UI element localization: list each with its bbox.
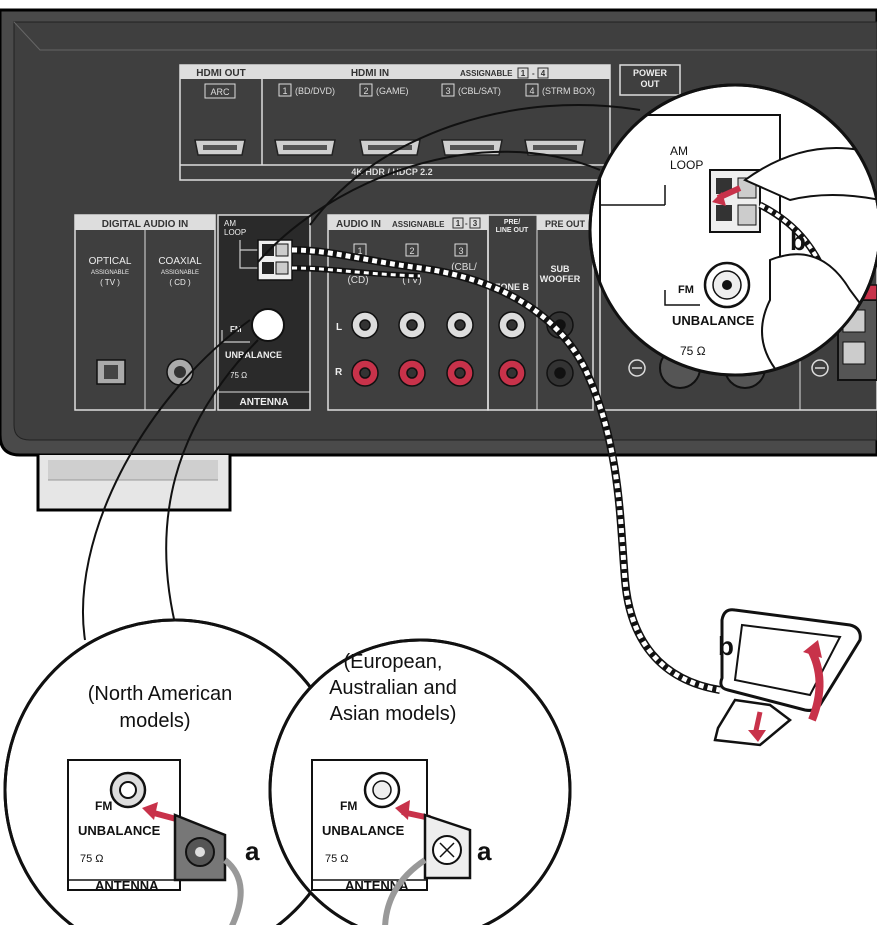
antenna-section: AM LOOP FM UNBALANCE 75 Ω ANTENNA (218, 215, 310, 410)
pre-label: PRE/ (504, 219, 520, 226)
european-caption-line2: Australian and (329, 677, 457, 699)
svg-text:-: - (465, 219, 468, 228)
hdmi-assign-range-end: 4 (541, 69, 546, 78)
ohms-label: 75 Ω (230, 371, 247, 380)
hdmi-in-label: HDMI IN (351, 68, 389, 79)
left-fm-label: FM (95, 799, 112, 813)
svg-text:-: - (532, 69, 535, 78)
hdmi-port-4-num: 4 (529, 86, 534, 96)
hdmi-out-label: HDMI OUT (196, 68, 245, 79)
right-ohms-label: 75 Ω (325, 853, 349, 865)
out-label: OUT (641, 79, 661, 89)
zoom-unbalance-label: UNBALANCE (672, 313, 755, 328)
left-antenna-label: ANTENNA (95, 878, 159, 893)
woofer-label: WOOFER (540, 274, 581, 284)
hdmi-port-3-num: 3 (445, 86, 450, 96)
optical-jack (97, 360, 125, 384)
zoom-loop-label: LOOP (670, 158, 703, 172)
am-label: AM (224, 219, 236, 228)
power-label: POWER (633, 68, 668, 78)
left-unbalance-label: UNBALANCE (78, 823, 161, 838)
european-bubble: (European, Australian and Asian models) … (270, 640, 570, 925)
line-out-label: LINE OUT (496, 227, 529, 234)
hdmi-port-1-label: (BD/DVD) (295, 86, 335, 96)
rca-jacks-white (352, 312, 473, 338)
digital-audio-in-title: DIGITAL AUDIO IN (102, 219, 188, 230)
left-ohms-label: 75 Ω (80, 853, 104, 865)
audio-in-1-label: (CD) (347, 275, 368, 286)
fm-antenna-jack (252, 309, 284, 341)
audio-in-3-num: 3 (458, 246, 463, 256)
hdmi-port-2-num: 2 (363, 86, 368, 96)
hdmi-assignable-label: ASSIGNABLE (460, 69, 513, 78)
loop-label: LOOP (224, 228, 246, 237)
unbalance-label: UNBALANCE (225, 350, 282, 360)
north-american-caption-line2: models) (119, 710, 190, 732)
coaxial-cd: ( CD ) (169, 278, 191, 287)
sub-label: SUB (550, 264, 570, 274)
optical-tv: ( TV ) (100, 278, 120, 287)
receiver-foot (38, 455, 230, 510)
hdmi-assign-range-start: 1 (521, 69, 526, 78)
pre-out-title: PRE OUT (545, 219, 586, 229)
zoom-am-label: AM (670, 144, 688, 158)
north-american-caption-line1: (North American (88, 683, 233, 705)
antenna-title: ANTENNA (240, 397, 289, 408)
rca-jacks-red (352, 360, 473, 386)
hdmi-port-3-label: (CBL/SAT) (458, 86, 501, 96)
optical-label: OPTICAL (89, 256, 132, 267)
am-loop-antenna (715, 610, 860, 745)
right-channel-label: R (335, 367, 343, 378)
zoom-fm-label: FM (678, 284, 694, 296)
callout-a-left: a (245, 836, 260, 866)
hdmi-port-2-label: (GAME) (376, 86, 409, 96)
right-unbalance-label: UNBALANCE (322, 823, 405, 838)
audio-assign-start: 1 (456, 219, 461, 228)
zoom-ohms-label: 75 Ω (680, 344, 706, 358)
callout-a-right: a (477, 836, 492, 866)
audio-in-title: AUDIO IN (336, 219, 381, 230)
coaxial-assignable: ASSIGNABLE (161, 270, 199, 276)
hdmi-port-1-num: 1 (282, 86, 287, 96)
european-caption-line3: Asian models) (330, 703, 457, 725)
optical-assignable: ASSIGNABLE (91, 270, 129, 276)
audio-assign-end: 3 (473, 219, 478, 228)
coaxial-label: COAXIAL (158, 256, 202, 267)
coaxial-jack (167, 359, 193, 385)
callout-b-loop: b (718, 631, 734, 661)
hdmi-port-4-label: (STRM BOX) (542, 86, 595, 96)
callout-b-zoom: b (790, 226, 806, 256)
audio-in-assignable: ASSIGNABLE (392, 220, 445, 229)
am-loop-terminal (258, 240, 292, 280)
left-channel-label: L (336, 322, 342, 333)
right-fm-label: FM (340, 799, 357, 813)
audio-in-2-num: 2 (409, 246, 414, 256)
arc-label: ARC (210, 87, 230, 97)
am-loop-zoom-bubble: AM LOOP FM UNBALANCE 75 Ω (590, 85, 877, 375)
